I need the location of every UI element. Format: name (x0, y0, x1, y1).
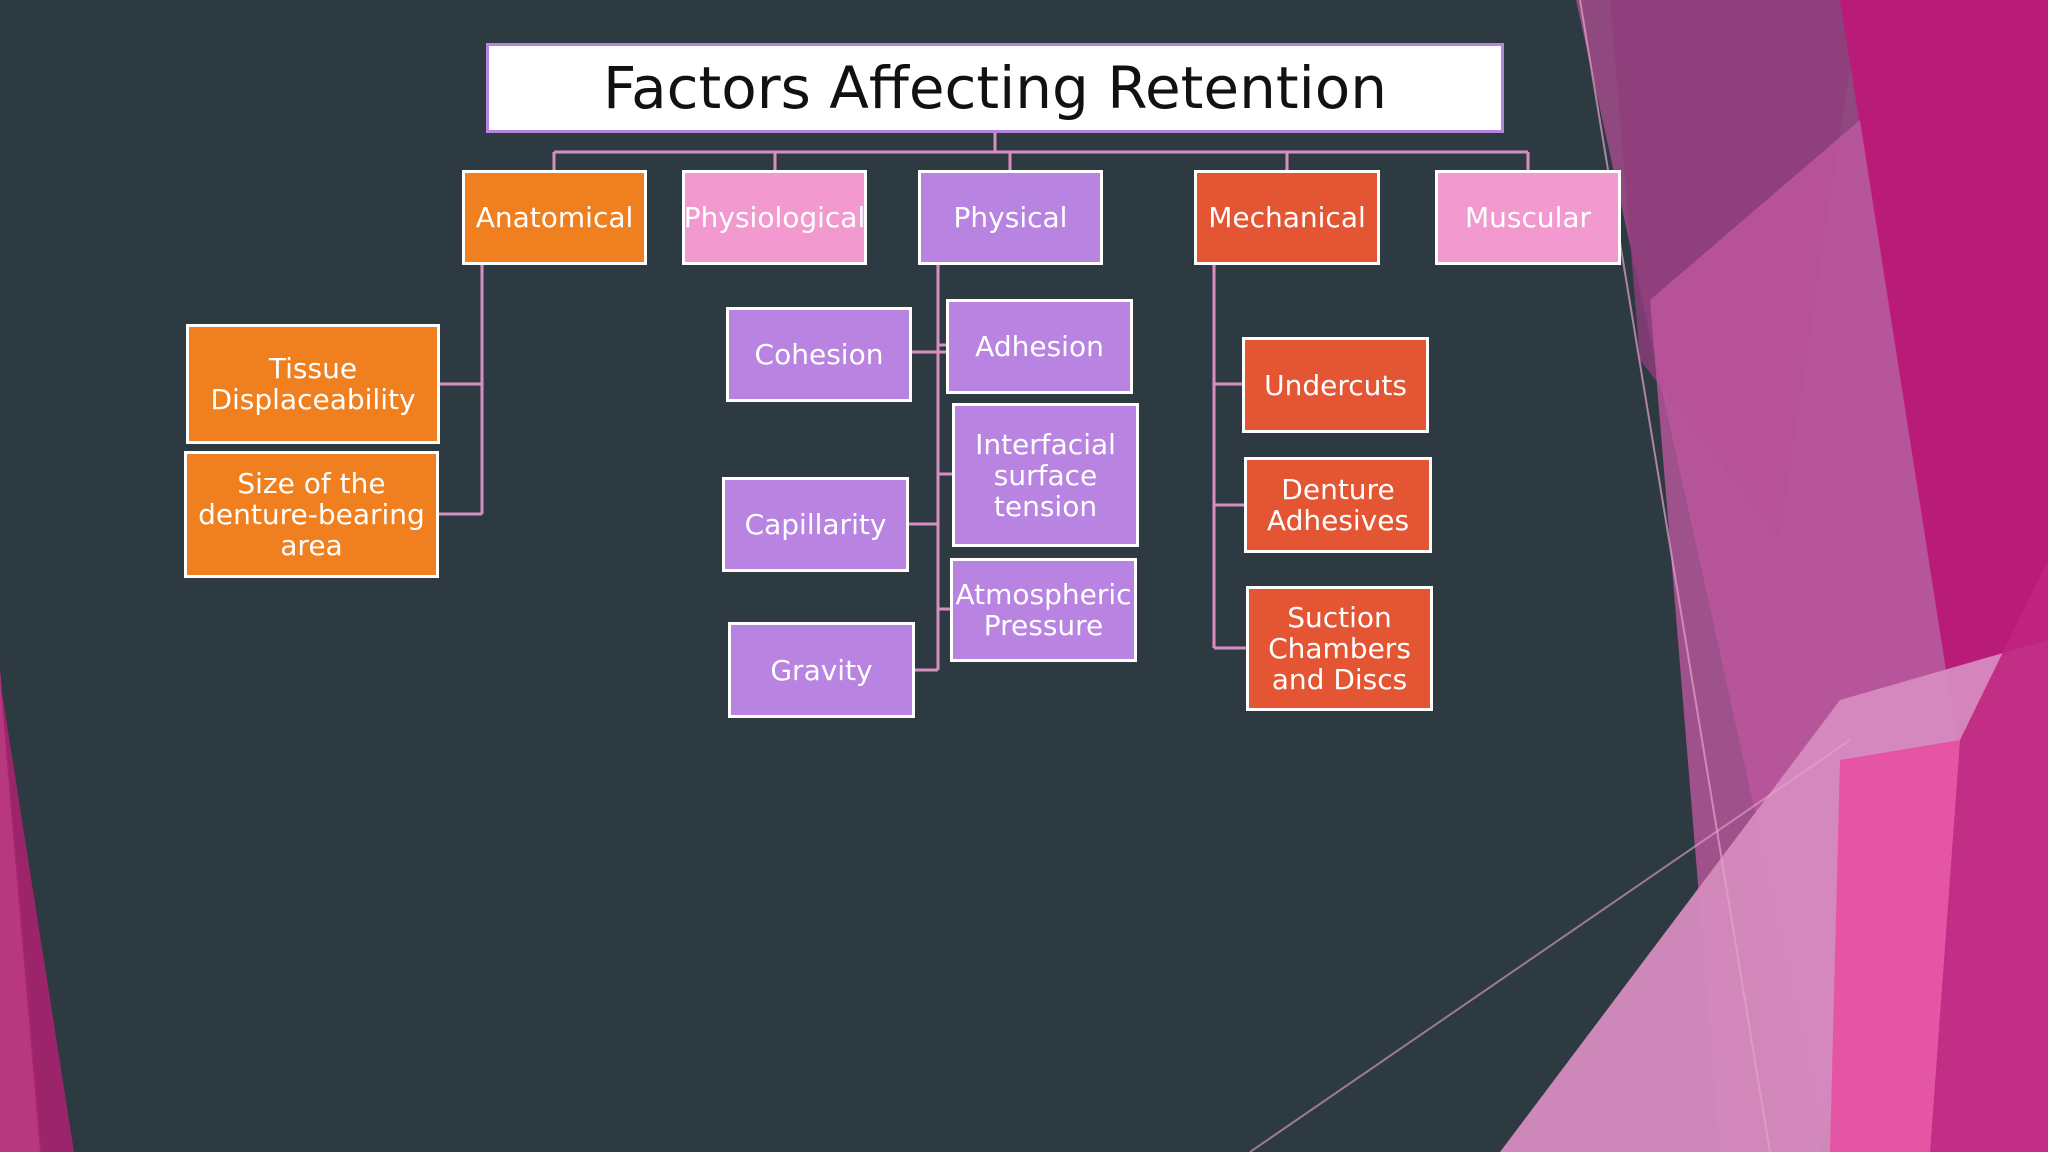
node-denture-adhesives: Denture Adhesives (1244, 457, 1432, 553)
category-mechanical: Mechanical (1194, 170, 1380, 265)
diagram-title: Factors Affecting Retention (486, 43, 1504, 133)
node-tissue-displaceability: Tissue Displaceability (186, 324, 440, 444)
node-atmospheric-pressure: Atmospheric Pressure (950, 558, 1137, 662)
node-denture-bearing-area: Size of the denture-bearing area (184, 451, 439, 578)
category-muscular: Muscular (1435, 170, 1621, 265)
node-adhesion: Adhesion (946, 299, 1133, 394)
node-gravity: Gravity (728, 622, 915, 718)
category-physiological: Physiological (682, 170, 867, 265)
category-physical: Physical (918, 170, 1103, 265)
node-suction-chambers-discs: Suction Chambers and Discs (1246, 586, 1433, 711)
category-anatomical: Anatomical (462, 170, 647, 265)
node-interfacial-surface-tension: Interfacial surface tension (952, 403, 1139, 547)
node-cohesion: Cohesion (726, 307, 912, 402)
node-capillarity: Capillarity (722, 477, 909, 572)
node-undercuts: Undercuts (1242, 337, 1429, 433)
